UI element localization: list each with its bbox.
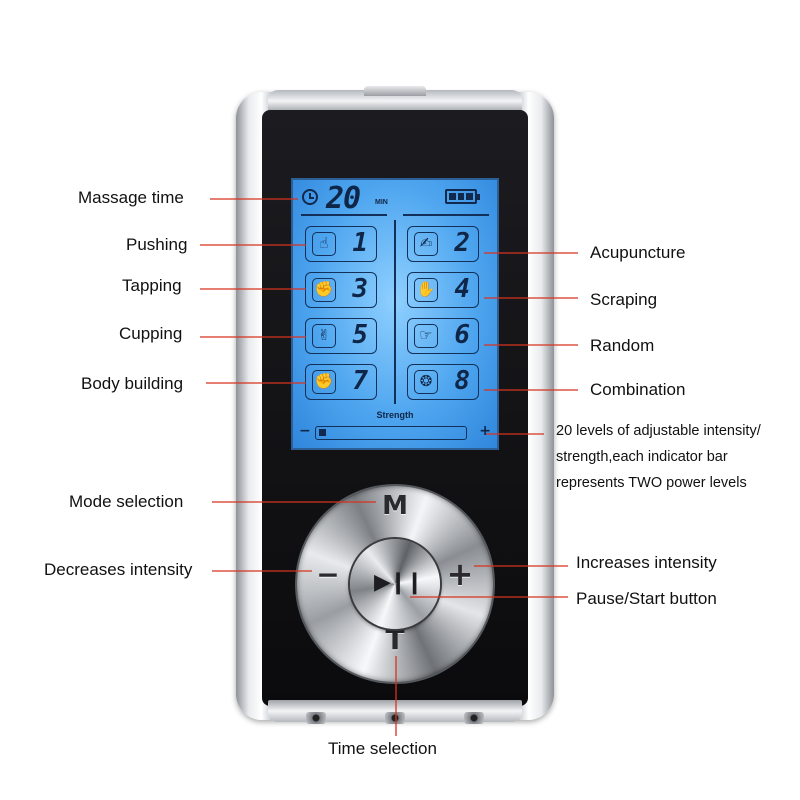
mode-tile-4: ✋4 <box>407 272 479 308</box>
battery-cell <box>466 193 474 200</box>
battery-cell <box>457 193 465 200</box>
cupping-icon: ✌ <box>312 324 336 348</box>
strength-level-fill <box>319 429 326 436</box>
strength-plus-indicator: + <box>479 423 491 439</box>
callout-acupuncture: Acupuncture <box>590 243 686 262</box>
lcd-screen: 20 MIN ☝1✍2✊3✋4✌5☞6✊7❂8 Strength − + <box>291 178 499 450</box>
mode-tile-7: ✊7 <box>305 364 377 400</box>
decrease-intensity-button[interactable]: − <box>316 558 340 591</box>
mode-tile-8: ❂8 <box>407 364 479 400</box>
tapping-hand-icon: ✊ <box>312 278 336 302</box>
increase-intensity-button[interactable]: + <box>446 555 474 593</box>
device-bottom-cap <box>268 700 522 722</box>
mode-number: 4 <box>454 274 470 304</box>
combination-icon: ❂ <box>414 370 438 394</box>
mode-number: 3 <box>352 274 368 304</box>
mode-tile-3: ✊3 <box>305 272 377 308</box>
mode-number: 6 <box>454 320 470 350</box>
device-top-switch <box>364 86 426 96</box>
callout-massage-time: Massage time <box>78 188 184 207</box>
callout-intensity-line-1: 20 levels of adjustable intensity/ <box>556 423 761 439</box>
mode-number: 7 <box>352 366 368 396</box>
lcd-time-unit: MIN <box>375 199 388 206</box>
callout-cupping: Cupping <box>119 324 183 343</box>
clock-icon <box>302 189 318 205</box>
lcd-divider-left <box>301 214 387 216</box>
callout-pause-start: Pause/Start button <box>576 589 717 608</box>
mode-number: 2 <box>454 228 470 258</box>
lcd-divider-right <box>403 214 489 216</box>
callout-intensity-line-2: strength,each indicator bar <box>556 449 728 465</box>
mode-tile-5: ✌5 <box>305 318 377 354</box>
callout-scraping: Scraping <box>590 290 658 309</box>
battery-cell <box>449 193 456 200</box>
body-building-arm-icon: ✊ <box>312 370 336 394</box>
callout-combination: Combination <box>590 380 686 399</box>
scraping-hand-icon: ✋ <box>414 278 438 302</box>
callout-mode-selection: Mode selection <box>69 492 184 511</box>
pushing-hand-icon: ☝ <box>312 232 336 256</box>
mode-tile-2: ✍2 <box>407 226 479 262</box>
mode-tile-6: ☞6 <box>407 318 479 354</box>
play-pause-icon: ▶❙❙ <box>374 570 424 595</box>
callout-body-building: Body building <box>81 374 184 393</box>
callout-intensity-line-3: represents TWO power levels <box>556 475 747 491</box>
time-button[interactable]: T <box>382 623 408 657</box>
lcd-time-value: 20 <box>326 181 361 216</box>
electrode-jack-center <box>385 712 405 724</box>
mode-button[interactable]: M <box>378 490 412 522</box>
strength-bar <box>315 426 467 440</box>
device-top-cap <box>268 90 522 112</box>
callout-tapping: Tapping <box>122 276 182 295</box>
strength-label: Strength <box>376 410 414 420</box>
mode-number: 1 <box>352 228 368 258</box>
callout-decreases-intensity: Decreases intensity <box>44 560 193 579</box>
mode-number: 8 <box>454 366 470 396</box>
callout-time-selection: Time selection <box>328 739 437 758</box>
callout-increases-intensity: Increases intensity <box>576 553 717 572</box>
callout-pushing: Pushing <box>126 235 188 254</box>
pause-start-button[interactable] <box>350 539 440 629</box>
mode-number: 5 <box>352 320 368 350</box>
mode-tile-1: ☝1 <box>305 226 377 262</box>
battery-icon <box>445 189 480 204</box>
acupuncture-hand-icon: ✍ <box>414 232 438 256</box>
callout-random: Random <box>590 336 655 355</box>
electrode-jack-left <box>306 712 326 724</box>
electrode-jack-right <box>464 712 484 724</box>
strength-minus-indicator: − <box>299 423 311 439</box>
random-hand-icon: ☞ <box>414 324 438 348</box>
lcd-divider-center <box>394 220 396 404</box>
